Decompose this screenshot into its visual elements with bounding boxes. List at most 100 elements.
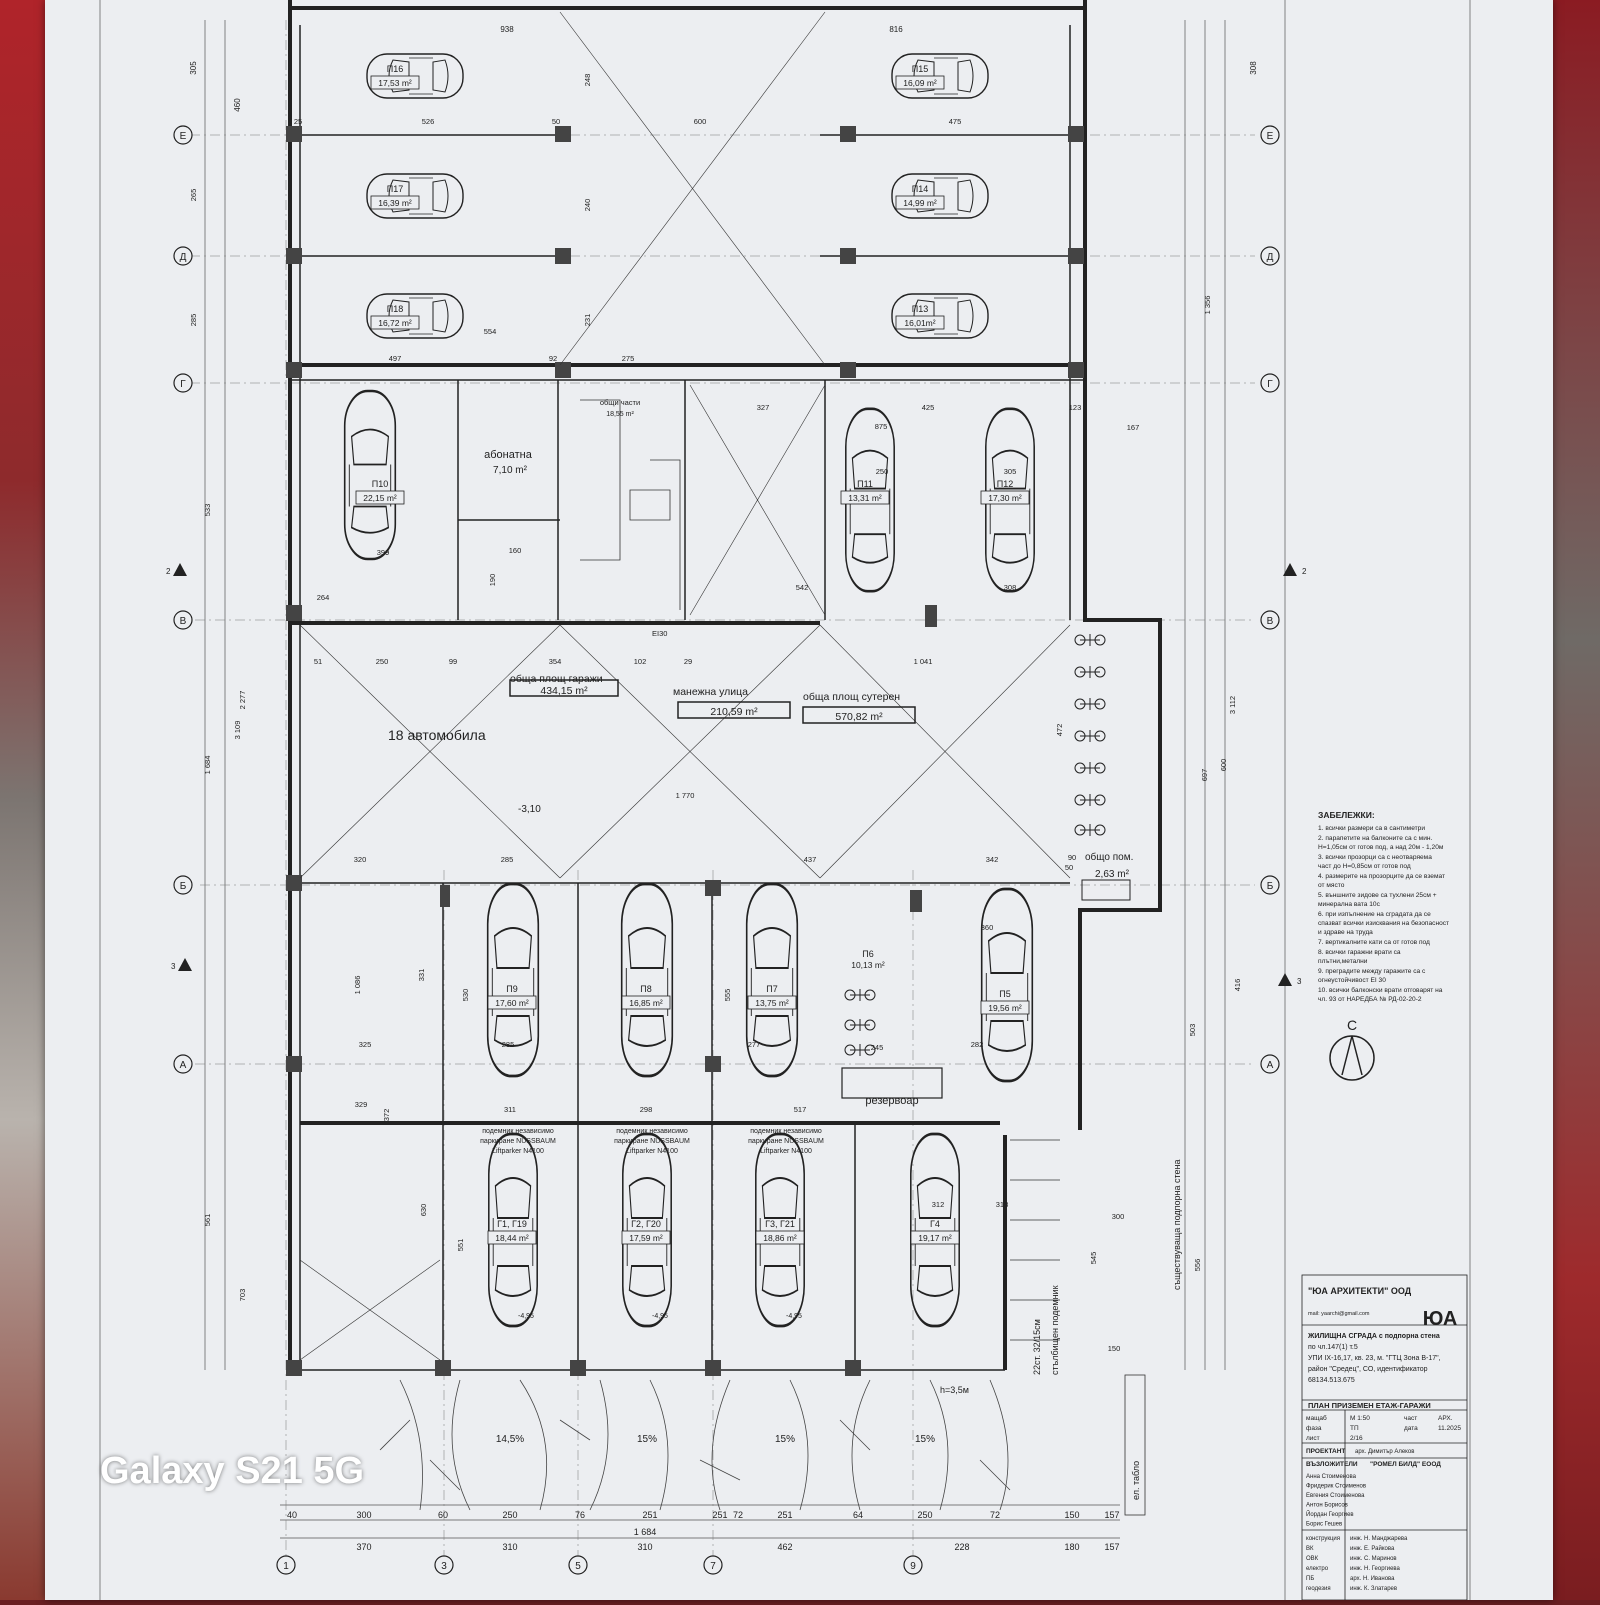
- parking-space-id: П18: [387, 304, 403, 314]
- discipline-name: ВК: [1306, 1546, 1314, 1552]
- lift-note: Liftparker N4100: [760, 1148, 812, 1155]
- background-right: [1550, 0, 1600, 1600]
- camera-watermark: Galaxy S21 5G: [100, 1450, 365, 1492]
- parking-space-area-box: [895, 315, 945, 330]
- lift-note: подемник независимо: [750, 1128, 822, 1135]
- stairs-note: 22ст. 32/15см: [1032, 1319, 1042, 1375]
- stair-lift-label: стълбищен подемник: [1050, 1285, 1060, 1375]
- ramp-slope: 15%: [637, 1434, 657, 1445]
- discipline-engineer: инж. Н. Манджарева: [1350, 1536, 1408, 1542]
- parking-space-area: 19,17 m²: [918, 1233, 952, 1243]
- dimension-bottom: 157: [1104, 1542, 1119, 1552]
- parking-space-area: 16,85 m²: [629, 998, 663, 1008]
- dimension-bottom: 180: [1064, 1542, 1079, 1552]
- designer-label: ПРОЕКТАНТ: [1306, 1448, 1345, 1455]
- height-note: h=3,5м: [940, 1385, 969, 1395]
- dimension: 245: [871, 1043, 884, 1052]
- dimension: 265: [189, 189, 198, 202]
- room-area: 7,10 m²: [493, 465, 528, 476]
- dimension: 703: [238, 1289, 247, 1302]
- dimension-total: 1 684: [634, 1527, 657, 1537]
- discipline-name: електро: [1306, 1566, 1329, 1572]
- section-mark-label: 3: [171, 962, 176, 971]
- notes-item: плътни,метални: [1318, 958, 1368, 965]
- room-area: 2,63 m²: [1095, 869, 1130, 880]
- title-block-key: част: [1404, 1415, 1417, 1422]
- title-block-value: 2/16: [1350, 1435, 1363, 1442]
- grid-axis-right-bubble: [1260, 246, 1280, 266]
- dimension: 1 356: [1203, 296, 1212, 315]
- title-block-key: мащаб: [1306, 1414, 1327, 1422]
- dimension: 561: [203, 1214, 212, 1227]
- parking-space-area: 17,60 m²: [495, 998, 529, 1008]
- notes-item: част до H=0,85см от готов под: [1318, 863, 1411, 870]
- dimension: 99: [449, 657, 457, 666]
- project-title: ЖИЛИЩНА СГРАДА с подпорна стена: [1307, 1333, 1440, 1340]
- dimension: 2 277: [238, 691, 247, 710]
- dimension-bottom: 72: [733, 1510, 743, 1520]
- dimension: 50: [552, 117, 560, 126]
- dimension-bottom: 40: [287, 1510, 297, 1520]
- grid-axis-right-bubble: [1260, 373, 1280, 393]
- discipline-name: ОВК: [1306, 1556, 1319, 1562]
- dimension: 3 109: [233, 721, 242, 740]
- north-label: С: [1347, 1017, 1357, 1033]
- parking-space-id: П8: [640, 984, 651, 994]
- dimension-bottom: 251: [777, 1510, 792, 1520]
- grid-axis-bottom-bubble: [703, 1555, 723, 1575]
- client-name: "РОМЕЛ БИЛД" ЕООД: [1370, 1461, 1441, 1468]
- dimension: 285: [502, 1040, 515, 1049]
- dimension: 92: [549, 354, 557, 363]
- grid-axis-left-bubble: [173, 246, 193, 266]
- dimension-bottom: 370: [356, 1542, 371, 1552]
- dimension: 600: [694, 117, 707, 126]
- dimension-bottom: 72: [990, 1510, 1000, 1520]
- grid-axis-right: Б: [1267, 881, 1274, 892]
- parking-space-id: П5: [999, 989, 1010, 999]
- dimension: 248: [583, 74, 592, 87]
- parking-space-id: П9: [506, 984, 517, 994]
- firm-name: "ЮА АРХИТЕКТИ" ООД: [1308, 1286, 1412, 1296]
- dimension: 312: [932, 1200, 945, 1209]
- notes-item: 2. парапетите на балконите са с мин.: [1318, 834, 1433, 842]
- lift-note: подемник независимо: [616, 1128, 688, 1135]
- firm-email: mail: yaarchi@gmail.com: [1308, 1311, 1370, 1317]
- dimension: 327: [757, 403, 770, 412]
- title-block-key: лист: [1306, 1435, 1320, 1442]
- parking-space-area-box: [370, 195, 420, 210]
- parking-space-area-box: [980, 1000, 1030, 1015]
- notes-item: 10. всички балконски врати отговарят на: [1318, 986, 1443, 994]
- grid-axis-right: В: [1267, 616, 1274, 627]
- client-person: Анна Стоименова: [1306, 1474, 1357, 1480]
- retaining-wall-label: съществуваща подпорна стена: [1172, 1159, 1182, 1290]
- grid-axis-left-bubble: [173, 125, 193, 145]
- parking-space-area-box: [840, 490, 890, 505]
- project-title: УПИ IX-16,17, кв. 23, м. "ГТЦ Зона В-17"…: [1308, 1355, 1441, 1362]
- parking-space-area-box: [895, 75, 945, 90]
- grid-axis-left-bubble: [173, 875, 193, 895]
- dimension: 542: [796, 583, 809, 592]
- dimension: 545: [1089, 1252, 1098, 1265]
- dimension: 816: [889, 25, 903, 34]
- dimension: 308: [1004, 583, 1017, 592]
- parking-space-area-box: [621, 1230, 671, 1245]
- grid-axis-right: А: [1267, 1060, 1274, 1071]
- dimension: 318: [996, 1200, 1009, 1209]
- dimension: 875: [875, 422, 888, 431]
- dimension: 160: [509, 546, 522, 555]
- dimension-bottom: 310: [502, 1542, 517, 1552]
- lift-note: Liftparker N4100: [626, 1148, 678, 1155]
- title-block-key: фаза: [1306, 1425, 1322, 1432]
- dimension: 1 684: [203, 756, 212, 775]
- parking-space-area-box: [910, 1230, 960, 1245]
- dimension: 123: [1069, 403, 1082, 412]
- level-mark: -4,95: [652, 1313, 668, 1320]
- dimension-bottom: 228: [954, 1542, 969, 1552]
- notes-item: 4. размерите на прозорците да се вземат: [1318, 873, 1445, 880]
- parking-space-id: П13: [912, 304, 928, 314]
- dimension: 600: [1219, 759, 1228, 772]
- dimension: 277: [748, 1040, 761, 1049]
- parking-space-area: 13,75 m²: [755, 998, 789, 1008]
- dimension: 250: [376, 657, 389, 666]
